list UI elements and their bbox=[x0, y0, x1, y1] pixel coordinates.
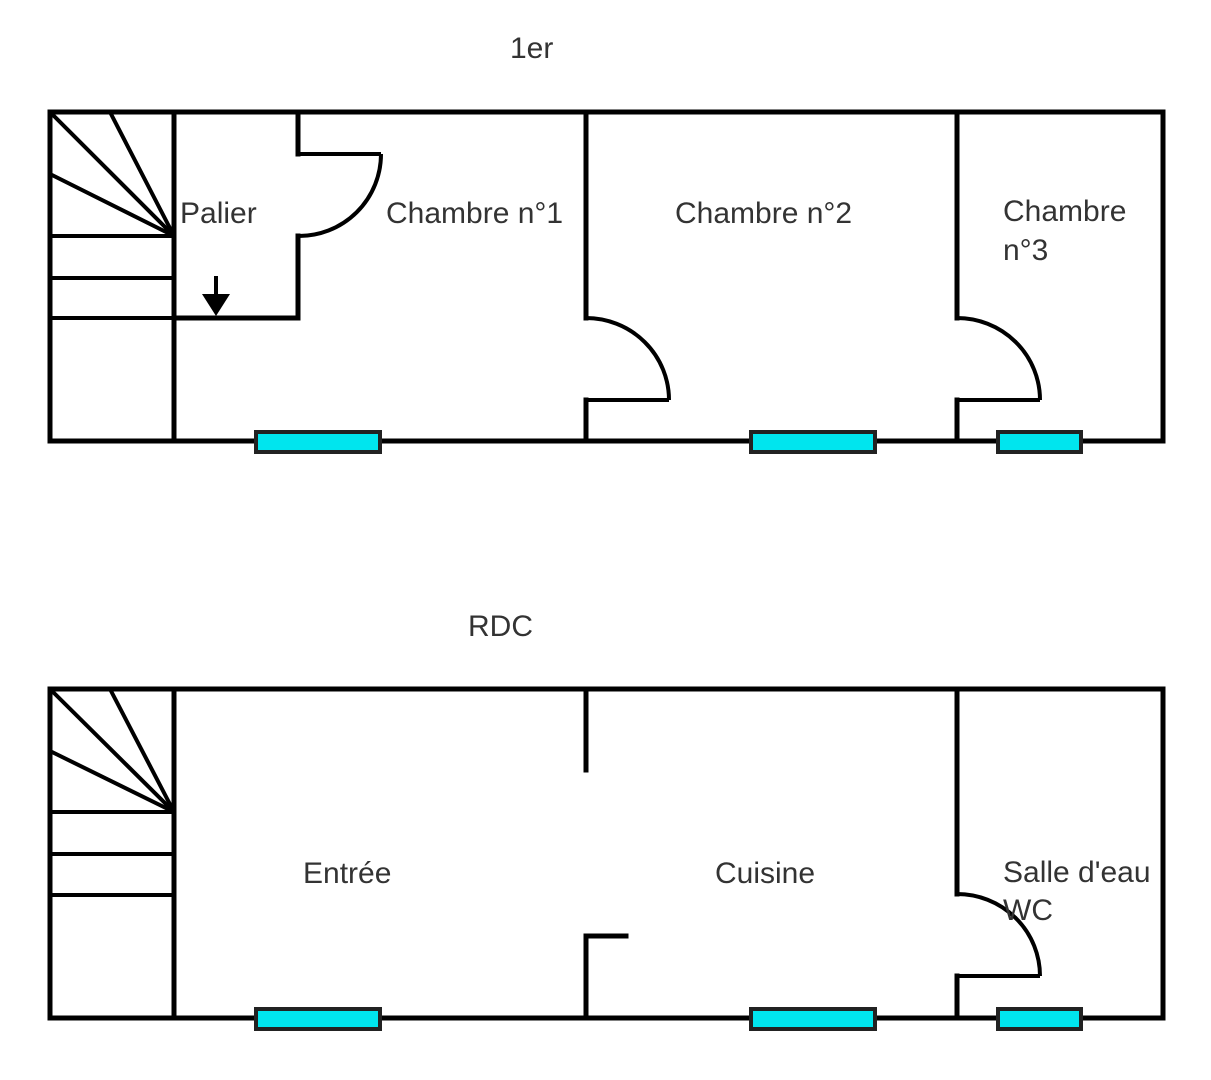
room-label-salle-line2: WC bbox=[1003, 894, 1053, 927]
room-label-chambre3-line2: n°3 bbox=[1003, 234, 1048, 267]
ground-floor-window-3 bbox=[996, 1007, 1083, 1031]
palier-door-swing bbox=[297, 153, 383, 239]
room-label-chambre1: Chambre n°1 bbox=[386, 197, 563, 230]
ground-floor-title: RDC bbox=[468, 610, 533, 643]
room-label-palier: Palier bbox=[180, 197, 257, 230]
ground-floor-outer-wall bbox=[47, 686, 1166, 1021]
ground-floor-window-2 bbox=[749, 1007, 877, 1031]
stairs-down-arrow-icon bbox=[202, 276, 230, 316]
first-floor-title: 1er bbox=[510, 32, 553, 65]
first-floor-window-2 bbox=[749, 430, 877, 454]
first-floor-window-3 bbox=[996, 430, 1083, 454]
room-label-cuisine: Cuisine bbox=[715, 857, 815, 890]
chambre3-door-swing bbox=[956, 316, 1042, 401]
ground-floor-stairs bbox=[48, 687, 176, 897]
room-label-entree: Entrée bbox=[303, 857, 391, 890]
ground-floor-plan: Entrée Cuisine Salle d'eau WC bbox=[47, 686, 1166, 1031]
first-floor-window-1 bbox=[254, 430, 382, 454]
first-floor-stairs bbox=[48, 110, 176, 320]
room-label-salle-line1: Salle d'eau bbox=[1003, 856, 1151, 889]
room-label-chambre3-line1: Chambre bbox=[1003, 195, 1126, 228]
salle-door-swing bbox=[956, 892, 1042, 977]
room-label-chambre2: Chambre n°2 bbox=[675, 197, 852, 230]
chambre2-door-swing bbox=[585, 316, 671, 401]
ground-floor-window-1 bbox=[254, 1007, 382, 1031]
first-floor-plan: Palier Chambre n°1 Chambre n°2 Chambre n… bbox=[47, 109, 1166, 454]
